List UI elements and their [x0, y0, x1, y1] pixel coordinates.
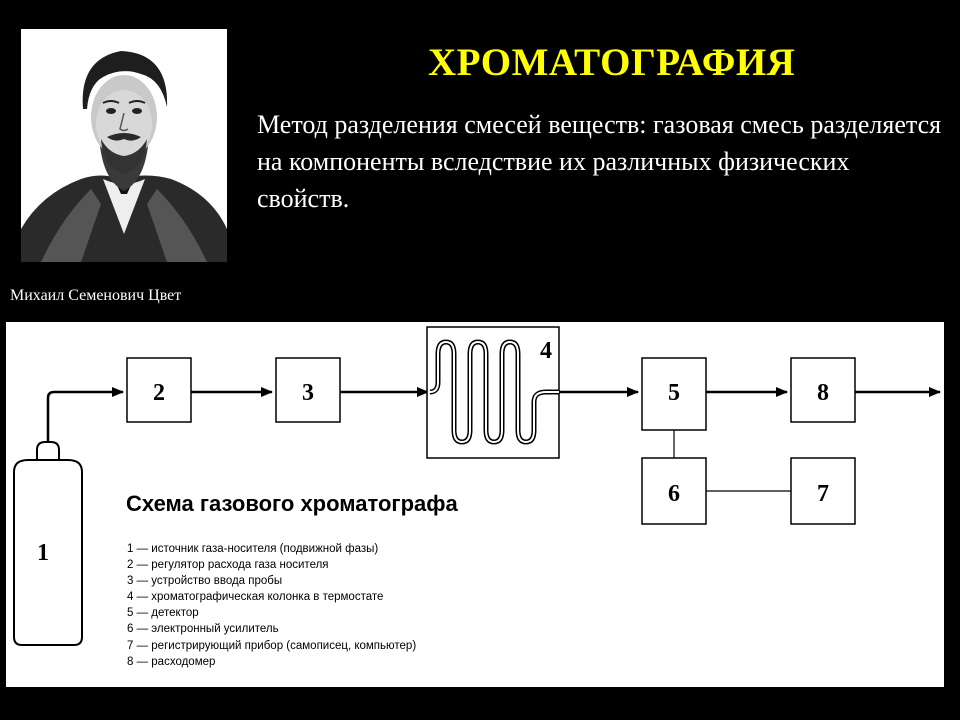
block-3 — [275, 357, 341, 423]
block-label-8: 8 — [817, 380, 829, 406]
portrait-illustration — [21, 29, 227, 262]
flow-line-1-2 — [46, 387, 124, 442]
block-label-1: 1 — [37, 540, 49, 566]
block-label-4: 4 — [540, 338, 552, 364]
block-5 — [641, 357, 707, 431]
slide-description: Метод разделения смесей веществ: газовая… — [257, 110, 942, 213]
diagram-canvas: 1 2 3 4 5 8 6 7 С — [13, 326, 941, 668]
block-label-2: 2 — [153, 380, 165, 406]
block-label-6: 6 — [668, 481, 680, 507]
diagram-heading: Схема газового хроматографа — [126, 491, 458, 516]
legend-item: 8 — расходомер — [127, 656, 215, 668]
legend-item: 4 — хроматографическая колонка в термост… — [127, 591, 383, 603]
block-7 — [790, 457, 856, 525]
legend-item: 6 — электронный усилитель — [127, 623, 279, 635]
legend-item: 2 — регулятор расхода газа носителя — [127, 559, 329, 571]
legend-item: 5 — детектор — [127, 607, 199, 619]
block-label-5: 5 — [668, 380, 680, 406]
legend-item: 7 — регистрирующий прибор (самописец, ко… — [127, 640, 416, 652]
gas-cylinder-1 — [13, 441, 83, 646]
legend-item: 1 — источник газа-носителя (подвижной фа… — [127, 543, 378, 555]
block-6 — [641, 457, 707, 525]
block-8 — [790, 357, 856, 423]
block-2 — [126, 357, 192, 423]
legend: 1 — источник газа-носителя (подвижной фа… — [127, 543, 416, 668]
portrait-caption: Михаил Семенович Цвет — [10, 287, 182, 304]
legend-item: 3 — устройство ввода пробы — [127, 575, 282, 587]
portrait-engraving — [21, 29, 227, 262]
chromatograph-diagram: 1 2 3 4 5 8 6 7 С — [6, 322, 944, 687]
block-label-7: 7 — [817, 481, 829, 507]
block-label-3: 3 — [302, 380, 314, 406]
slide-title: ХРОМАТОГРАФИЯ — [428, 41, 796, 84]
